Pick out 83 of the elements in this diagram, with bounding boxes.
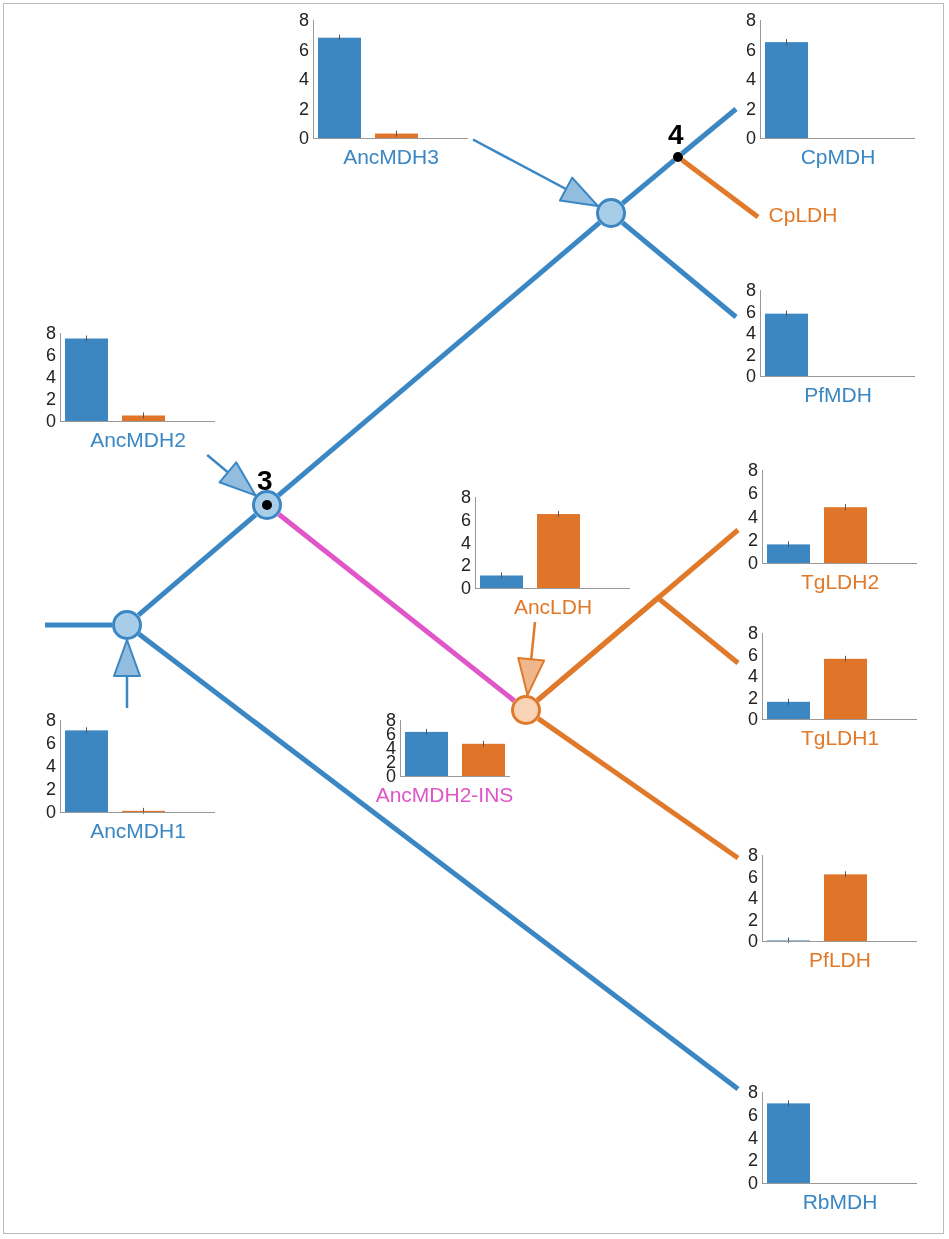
axis-tick-label: 4	[45, 756, 56, 776]
axis-tick-label: 2	[460, 555, 471, 576]
axis-tick-label: 6	[298, 39, 309, 60]
pointer-arrow	[472, 138, 599, 208]
tree-branch	[276, 220, 602, 498]
node-number: 3	[257, 466, 273, 496]
axis-tick-label: 8	[745, 10, 756, 30]
ancestor-name: AncMDH1	[89, 818, 187, 844]
taxon-name: TgLDH1	[799, 725, 881, 751]
axis-tick-label: 8	[298, 10, 309, 30]
taxon-name: RbMDH	[801, 1189, 879, 1215]
axis-tick-label: 8	[747, 623, 758, 643]
axis-tick-label: 8	[45, 323, 56, 343]
ancestor-node-circle	[596, 198, 626, 228]
axis-tick-label: 4	[45, 367, 56, 387]
axis-tick-label: 6	[45, 733, 56, 753]
axis-tick-label: 0	[460, 578, 471, 598]
axis-tick-label: 6	[747, 1104, 758, 1125]
axis-tick-label: 2	[747, 529, 758, 550]
axis-tick-label: 4	[747, 1127, 758, 1148]
axis-tick-label: 4	[745, 69, 756, 89]
pointer-arrow	[517, 621, 546, 697]
axis-tick-label: 6	[747, 866, 758, 887]
tree-branch	[277, 512, 516, 703]
axis-tick-label: 8	[747, 1082, 758, 1102]
axis-tick-label: 8	[460, 487, 471, 507]
branch-point-dot	[673, 152, 683, 162]
axis-tick-label: 2	[298, 98, 309, 119]
axis-tick-label: 2	[45, 779, 56, 799]
ancestor-node-circle	[112, 610, 142, 640]
axis-tick-label: 8	[45, 710, 56, 730]
axis-tick-label: 0	[747, 1173, 758, 1193]
taxon-name: TgLDH2	[799, 569, 881, 595]
axis-tick-label: 0	[747, 709, 758, 729]
axis-tick-label: 0	[45, 411, 56, 431]
axis-tick-label: 2	[745, 98, 756, 119]
axis-tick-label: 2	[747, 687, 758, 708]
axis-tick-label: 8	[747, 845, 758, 865]
axis-tick-label: 2	[747, 1150, 758, 1171]
axis-tick-label: 0	[747, 553, 758, 573]
axis-tick-label: 8	[745, 280, 756, 300]
ancestor-node-circle	[511, 695, 541, 725]
axis-tick-label: 0	[745, 128, 756, 148]
axis-tick-label: 6	[45, 345, 56, 365]
axis-tick-label: 4	[298, 69, 309, 89]
axis-tick-label: 4	[745, 323, 756, 343]
tree-branch	[536, 716, 740, 861]
axis-tick-label: 0	[745, 366, 756, 386]
axis-tick-label: 2	[745, 344, 756, 365]
axis-tick-label: 2	[747, 909, 758, 930]
axis-tick-label: 4	[747, 666, 758, 686]
tree-branch	[137, 632, 740, 1091]
axis-tick-label: 0	[747, 931, 758, 951]
node-number: 4	[668, 120, 684, 150]
ancestor-name: AncMDH2-INS	[374, 782, 515, 808]
axis-tick-label: 6	[745, 39, 756, 60]
tree-branch	[680, 158, 760, 219]
pointer-arrow	[206, 454, 257, 497]
tree-branch	[620, 158, 676, 206]
ancestor-name: AncLDH	[512, 594, 594, 620]
taxon-name: CpMDH	[799, 144, 877, 170]
axis-tick-label: 6	[745, 301, 756, 322]
taxon-name: PfLDH	[808, 947, 872, 973]
axis-tick-label: 0	[45, 802, 56, 822]
ancestor-name: AncMDH2	[89, 427, 187, 453]
pointer-arrow	[113, 639, 141, 708]
axis-tick-label: 6	[747, 483, 758, 504]
tree-branch	[620, 220, 738, 319]
axis-tick-label: 4	[460, 532, 471, 553]
tree-branch	[535, 594, 740, 703]
axis-tick-label: 2	[45, 389, 56, 409]
axis-tick-label: 4	[747, 888, 758, 908]
tree-branch	[136, 512, 258, 618]
axis-tick-label: 6	[460, 509, 471, 530]
taxon-name: PfMDH	[803, 382, 873, 408]
axis-tick-label: 8	[747, 460, 758, 480]
tree-branch	[45, 622, 112, 628]
axis-tick-label: 0	[298, 128, 309, 148]
axis-tick-label: 6	[747, 644, 758, 665]
taxon-name: CpLDH	[758, 202, 848, 228]
tree-branch	[680, 107, 738, 156]
ancestor-name: AncMDH3	[342, 144, 440, 170]
axis-tick-label: 4	[747, 506, 758, 527]
